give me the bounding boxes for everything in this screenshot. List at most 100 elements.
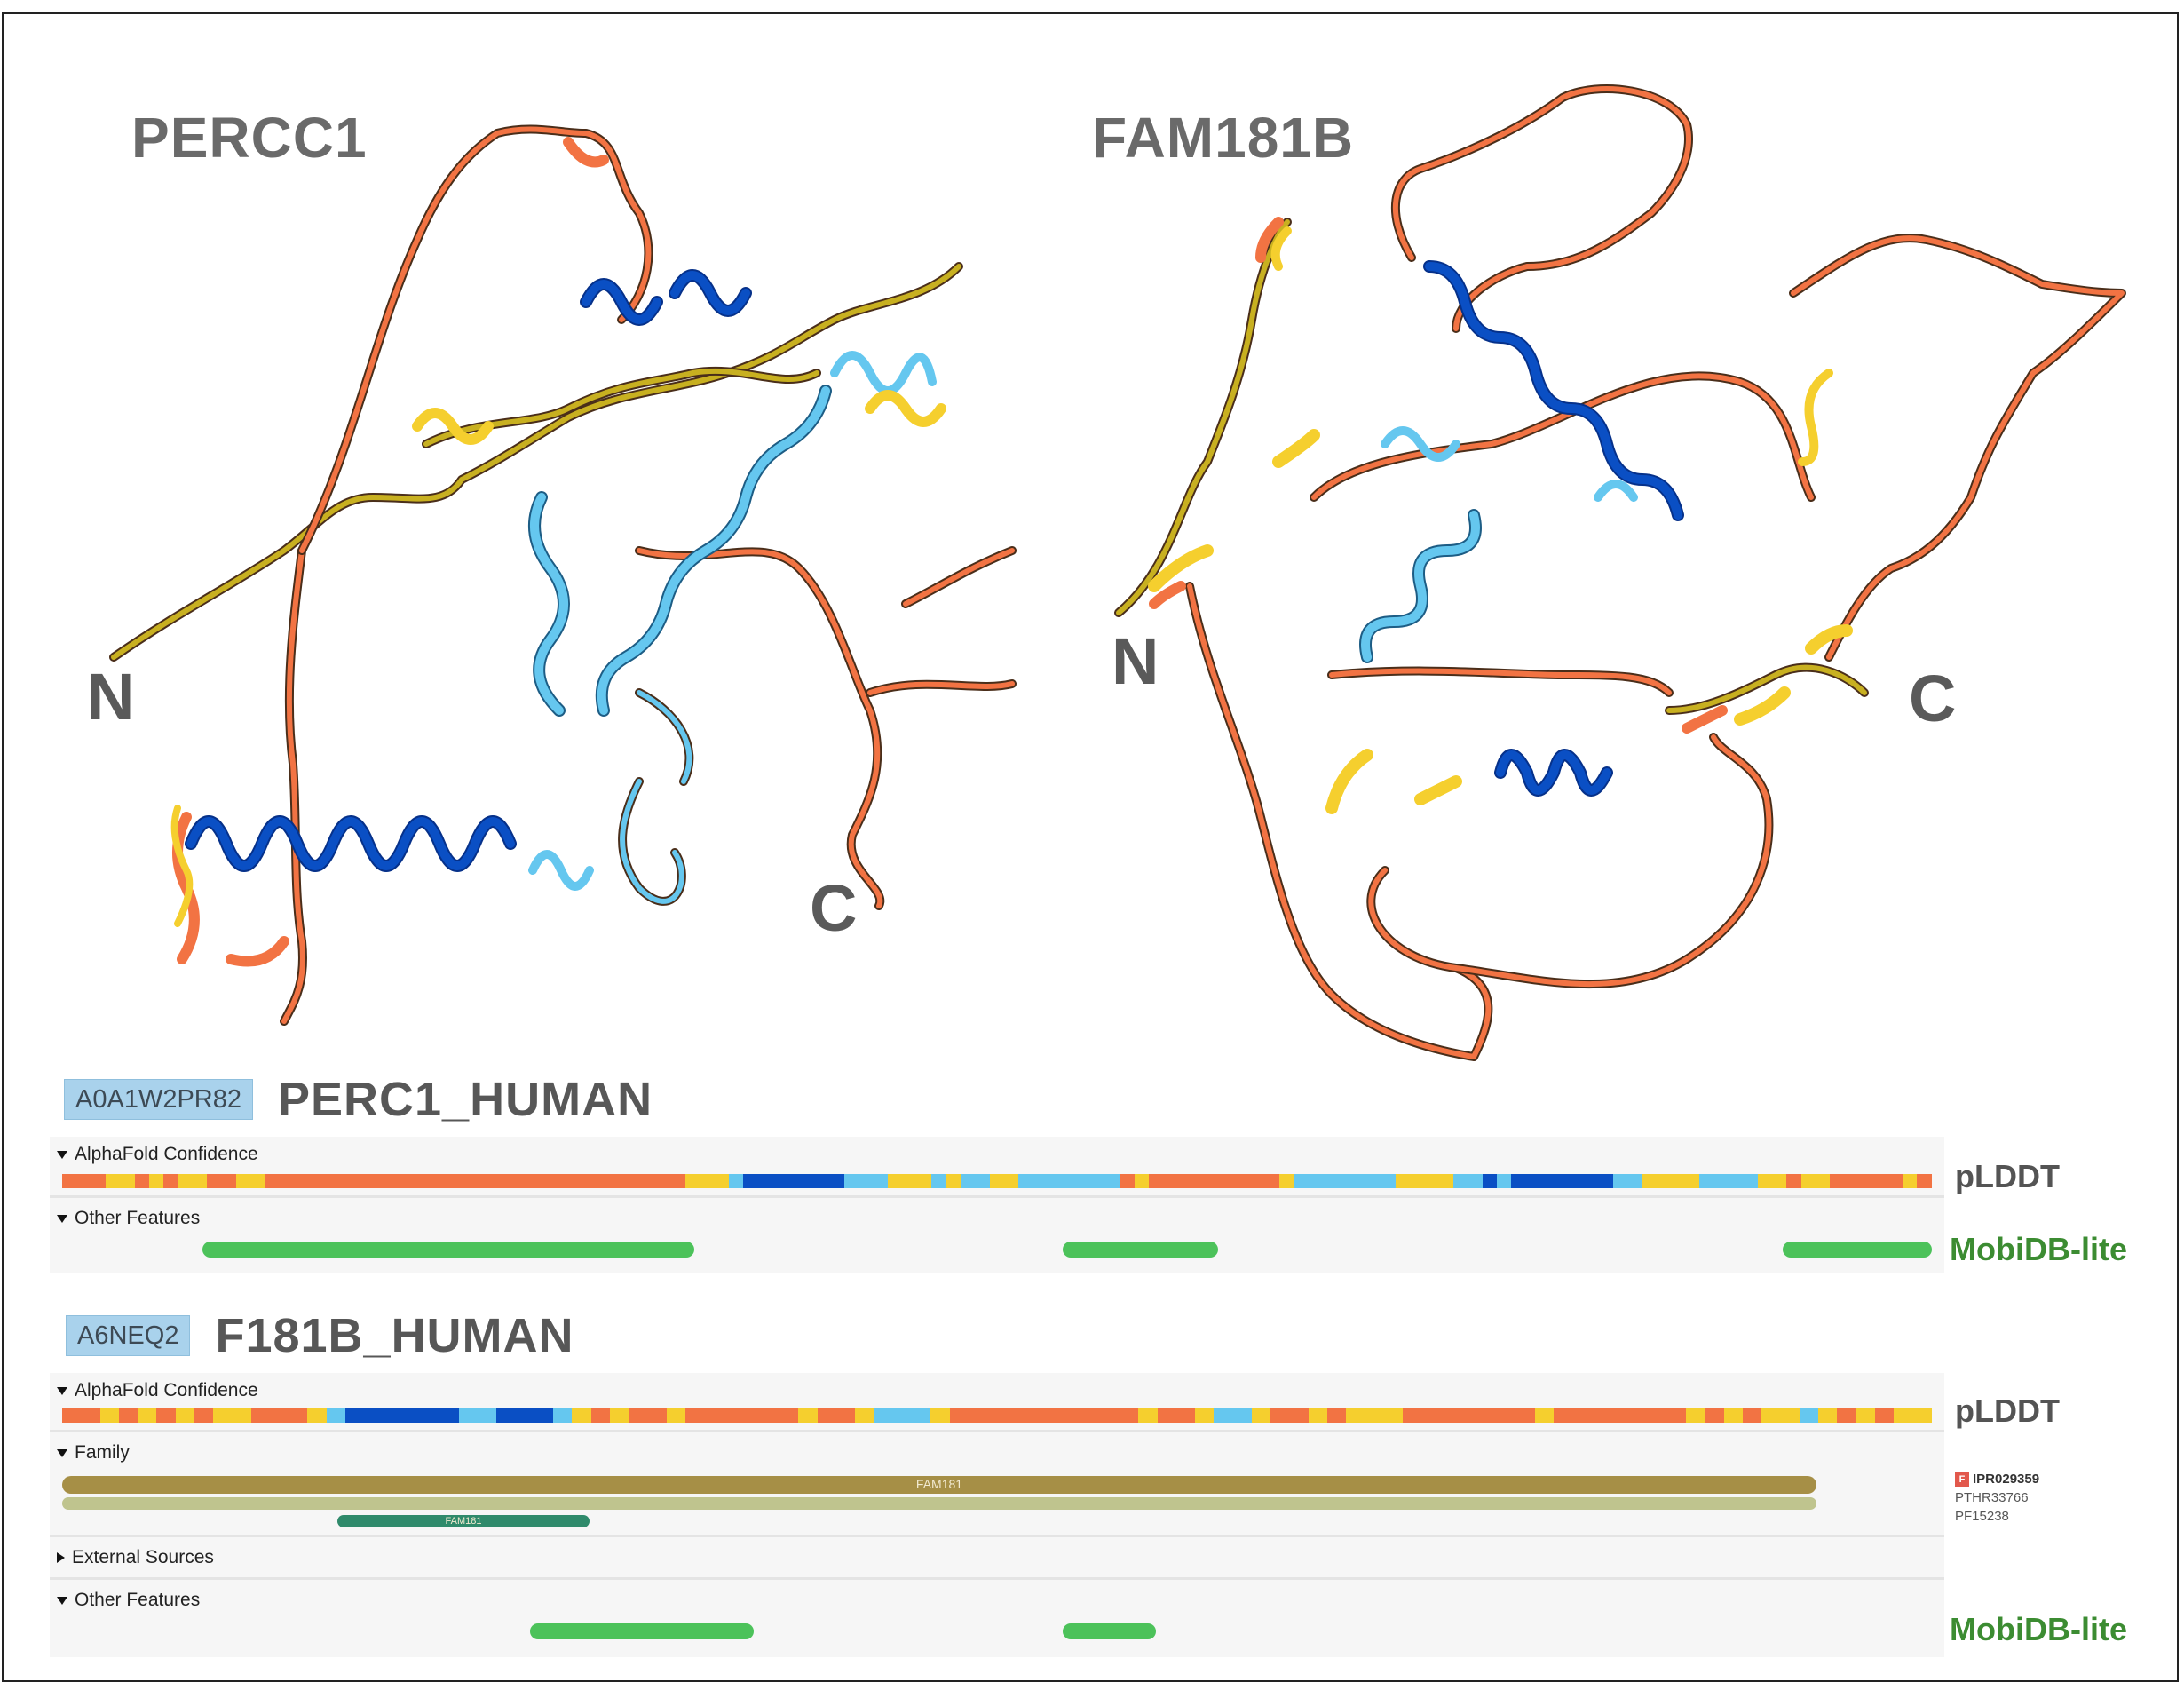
other-features-section-toggle[interactable]: Other Features [57, 1590, 200, 1611]
plddt-segment-very-low [1120, 1174, 1135, 1188]
alphafold-section-toggle[interactable]: AlphaFold Confidence [57, 1380, 258, 1401]
section-divider [50, 1195, 1944, 1198]
family-section-toggle[interactable]: Family [57, 1442, 130, 1464]
plddt-segment-very-high [743, 1174, 845, 1188]
plddt-segment-very-low [62, 1174, 106, 1188]
plddt-segment-low [609, 1408, 629, 1423]
plddt-segment-very-low [1917, 1174, 1932, 1188]
external-sources-label: External Sources [72, 1547, 214, 1567]
section-divider [50, 1577, 1944, 1580]
plddt-segment-low [138, 1408, 157, 1423]
plddt-segment-very-low [1874, 1408, 1895, 1423]
plddt-segment-very-low [1705, 1408, 1724, 1423]
alphafold-section-toggle[interactable]: AlphaFold Confidence [57, 1144, 258, 1165]
plddt-segment-confident [844, 1174, 889, 1188]
plddt-segment-low [572, 1408, 591, 1423]
plddt-segment-very-low [1157, 1408, 1196, 1423]
alphafold-section-label: AlphaFold Confidence [75, 1144, 258, 1164]
family-section-label: Family [75, 1442, 130, 1463]
accession-chip[interactable]: A6NEQ2 [66, 1315, 191, 1356]
family-track-sublabel: FAM181 [445, 1516, 482, 1527]
c-terminus-label-percc1: C [810, 871, 858, 945]
plddt-segment-very-high [1482, 1174, 1497, 1188]
plddt-segment-very-low [1786, 1174, 1801, 1188]
plddt-segment-very-low [250, 1408, 308, 1423]
family-track-pthr[interactable] [62, 1497, 1816, 1510]
plddt-segment-very-low [1554, 1408, 1687, 1423]
plddt-segment-low [684, 1174, 729, 1188]
mobidb-disorder-region[interactable] [1062, 1242, 1218, 1258]
collapse-caret-icon [57, 1552, 65, 1563]
plddt-segment-low [1395, 1174, 1453, 1188]
mobidb-disorder-region[interactable] [1782, 1242, 1932, 1258]
structure-panel: PERCC1 FAM181B N C N C [87, 84, 2126, 1061]
plddt-segment-confident [458, 1408, 497, 1423]
plddt-track [62, 1174, 1932, 1188]
plddt-segment-low [1134, 1174, 1150, 1188]
n-terminus-label-percc1: N [87, 660, 135, 734]
plddt-segment-very-low [118, 1408, 138, 1423]
plddt-segment-very-low [207, 1174, 236, 1188]
plddt-segment-very-low [1837, 1408, 1856, 1423]
plddt-segment-very-low [156, 1408, 176, 1423]
expand-caret-icon [57, 1214, 67, 1223]
family-track-fam181[interactable]: FAM181 [62, 1476, 1816, 1494]
mobidb-disorder-region[interactable] [529, 1623, 755, 1639]
plddt-segment-low [798, 1408, 818, 1423]
plddt-segment-low [1761, 1408, 1800, 1423]
plddt-segment-low [307, 1408, 327, 1423]
c-terminus-label-fam181b: C [1909, 662, 1957, 735]
plddt-segment-low [1686, 1408, 1705, 1423]
entry-header-f181b: A6NEQ2 F181B_HUMAN [66, 1309, 574, 1362]
percc1-structure-ribbon [109, 84, 2126, 1061]
structure-title-fam181b: FAM181B [1092, 106, 1355, 170]
plddt-side-label: pLDDT [1955, 1392, 2060, 1429]
accession-chip[interactable]: A0A1W2PR82 [64, 1079, 253, 1120]
mobidb-disorder-region[interactable] [202, 1242, 694, 1258]
plddt-segment-low [1195, 1408, 1215, 1423]
plddt-segment-low [1723, 1408, 1743, 1423]
plddt-segment-very-low [1149, 1174, 1280, 1188]
pfam-id[interactable]: PF15238 [1955, 1509, 2009, 1524]
interpro-source[interactable]: F IPR029359 [1955, 1470, 2039, 1488]
plddt-segment-very-low [265, 1174, 685, 1188]
mobidb-side-label: MobiDB-lite [1950, 1231, 2127, 1267]
plddt-segment-low [855, 1408, 874, 1423]
other-features-label: Other Features [75, 1590, 201, 1610]
mobidb-side-label: MobiDB-lite [1950, 1611, 2127, 1647]
plddt-segment-low [666, 1408, 685, 1423]
plddt-segment-very-low [1830, 1174, 1903, 1188]
plddt-segment-confident [728, 1174, 744, 1188]
plddt-segment-very-low [1403, 1408, 1535, 1423]
expand-caret-icon [57, 1150, 67, 1159]
family-track-label: FAM181 [915, 1477, 963, 1491]
features-panel-perc1: AlphaFold Confidence Other Features [50, 1137, 1944, 1273]
plddt-segment-confident [874, 1408, 931, 1423]
plddt-segment-low [1534, 1408, 1555, 1423]
plddt-segment-confident [326, 1408, 345, 1423]
expand-caret-icon [57, 1448, 67, 1457]
expand-caret-icon [57, 1386, 67, 1395]
plddt-segment-very-high [496, 1408, 553, 1423]
plddt-segment-low [1902, 1174, 1918, 1188]
expand-caret-icon [57, 1596, 67, 1605]
family-sources-list: F IPR029359 PTHR33766 PF15238 [1955, 1470, 2039, 1526]
plddt-segment-confident [1452, 1174, 1483, 1188]
family-track-pfam[interactable]: FAM181 [337, 1515, 590, 1527]
plddt-segment-very-low [629, 1408, 667, 1423]
plddt-segment-low [1894, 1408, 1932, 1423]
plddt-segment-very-low [1742, 1408, 1762, 1423]
plddt-segment-very-low [817, 1408, 856, 1423]
mobidb-track [62, 1242, 1932, 1259]
other-features-section-toggle[interactable]: Other Features [57, 1208, 200, 1229]
external-sources-section-toggle[interactable]: External Sources [57, 1547, 214, 1568]
plddt-segment-very-low [949, 1408, 1139, 1423]
mobidb-disorder-region[interactable] [1062, 1623, 1156, 1639]
plddt-segment-very-high [345, 1408, 459, 1423]
interpro-badge-icon: F [1955, 1472, 1969, 1487]
plddt-segment-low [99, 1408, 119, 1423]
plddt-segment-very-low [590, 1408, 610, 1423]
panther-id[interactable]: PTHR33766 [1955, 1490, 2029, 1505]
plddt-segment-very-low [62, 1408, 100, 1423]
plddt-segment-low [1346, 1408, 1404, 1423]
